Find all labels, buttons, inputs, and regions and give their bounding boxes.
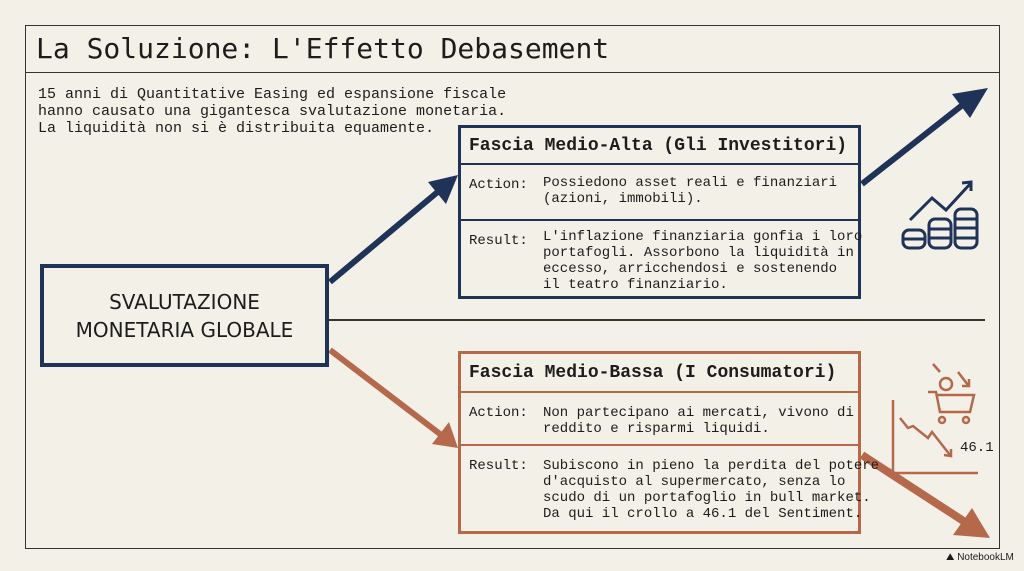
action-text: Non partecipano ai mercati, vivono di re… [543,405,854,437]
arrow-up-right [860,88,988,187]
brand-label: NotebookLM [957,552,1014,563]
divider [328,319,985,321]
arrow-down-right [859,451,990,538]
result-label: Result: [469,233,528,249]
action-label: Action: [469,177,528,193]
center-line-2: MONETARIA GLOBALE [75,317,294,342]
action-row: Action: Possiedono asset reali e finanzi… [461,165,858,221]
action-label: Action: [469,405,528,421]
global-devaluation-box: SVALUTAZIONE MONETARIA GLOBALE [40,264,329,367]
result-text: Subiscono in pieno la perdita del potere… [543,458,880,522]
result-text: L'inflazione finanziaria gonfia i loro p… [543,229,863,293]
result-row: Result: L'inflazione finanziaria gonfia … [461,221,862,297]
page-title: La Soluzione: L'Effetto Debasement [36,32,610,65]
arrow-down-left [328,347,458,448]
sentiment-value: 46.1 [960,440,994,456]
result-label: Result: [469,458,528,474]
slide-frame [25,25,1000,549]
title-bar [25,25,1000,73]
cart-decline-icon [891,363,978,475]
card-header: Fascia Medio-Alta (Gli Investitori) [461,128,858,165]
center-line-1: SVALUTAZIONE [109,289,260,314]
intro-text: 15 anni di Quantitative Easing ed espans… [38,86,507,137]
card-header: Fascia Medio-Bassa (I Consumatori) [461,354,858,393]
notebooklm-logo: ⛰ NotebookLM [946,552,1014,563]
action-text: Possiedono asset reali e finanziari (azi… [543,175,838,207]
result-row: Result: Subiscono in pieno la perdita de… [461,446,879,526]
action-row: Action: Non partecipano ai mercati, vivo… [461,393,858,446]
arrow-up-left [328,175,458,285]
lower-class-card: Fascia Medio-Bassa (I Consumatori) Actio… [458,351,879,534]
coins-growth-icon [901,180,979,250]
upper-class-card: Fascia Medio-Alta (Gli Investitori) Acti… [458,125,862,299]
